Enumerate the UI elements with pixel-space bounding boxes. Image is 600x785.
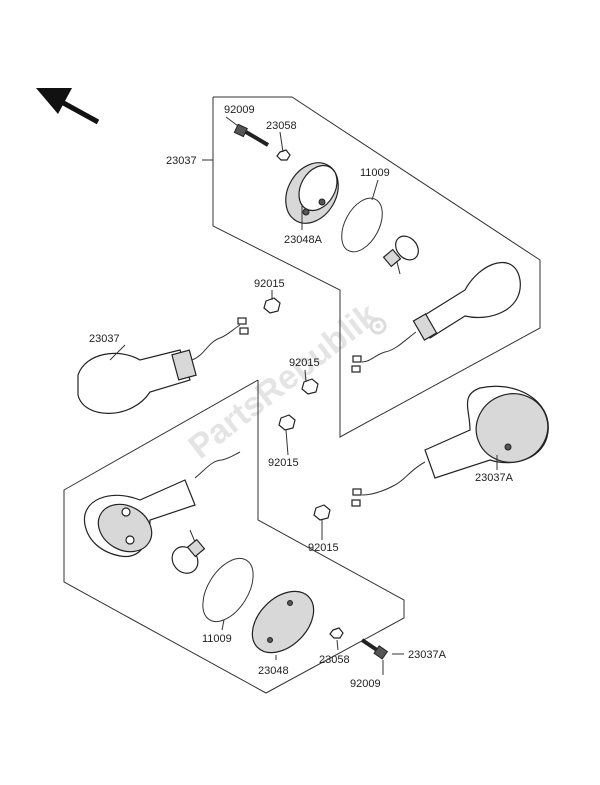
callout-92015-a: 92015 xyxy=(254,278,285,290)
callout-92015-c: 92015 xyxy=(268,457,299,469)
lower-bulb xyxy=(171,529,206,574)
right-signal-housing-23037A xyxy=(351,385,549,507)
callout-23048: 23048 xyxy=(258,665,289,677)
callout-23048A: 23048A xyxy=(284,234,323,246)
callout-23058-bottom: 23058 xyxy=(319,654,350,666)
nut-92015-c xyxy=(278,414,296,431)
lower-signal-housing xyxy=(83,451,241,558)
svg-text:PartsRepublik: PartsRepublik xyxy=(182,296,386,467)
lower-ring-11009 xyxy=(202,557,254,623)
callout-23058-top: 23058 xyxy=(266,120,297,132)
left-signal-housing-23037 xyxy=(77,317,249,414)
upper-lens-cover-23048A xyxy=(285,162,339,224)
callout-23037A-bottom: 23037A xyxy=(408,649,447,661)
lower-lens-cover-23048 xyxy=(251,590,315,654)
upper-bulb xyxy=(382,235,419,275)
gear-icon xyxy=(369,317,387,335)
callout-23037-top: 23037 xyxy=(166,155,197,167)
watermark: PartsRepublik xyxy=(182,296,386,467)
upper-signal-housing-right xyxy=(351,261,521,373)
upper-nut-23058 xyxy=(276,149,291,161)
callout-92009-top: 92009 xyxy=(224,104,255,116)
callout-92009-bottom: 92009 xyxy=(350,678,381,690)
callout-23037A-right: 23037A xyxy=(475,472,514,484)
leader-lines xyxy=(109,116,498,675)
nut-92015-d xyxy=(313,504,331,521)
lower-assembly-outline xyxy=(63,379,405,694)
arrow-up-left-icon xyxy=(36,88,100,125)
upper-assembly-outline xyxy=(212,96,541,438)
upper-screw-92009 xyxy=(233,123,270,147)
lower-screw-92009 xyxy=(360,638,389,660)
callout-11009-top: 11009 xyxy=(360,167,390,179)
callout-92015-d: 92015 xyxy=(308,542,339,554)
lower-nut-23058 xyxy=(329,627,344,639)
callout-11009-bottom: 11009 xyxy=(202,633,232,645)
upper-ring-11009 xyxy=(341,197,383,253)
nut-92015-b xyxy=(301,378,319,395)
callout-92015-b: 92015 xyxy=(289,357,320,369)
nut-92015-a xyxy=(263,297,281,314)
callout-23037-left: 23037 xyxy=(89,333,120,345)
